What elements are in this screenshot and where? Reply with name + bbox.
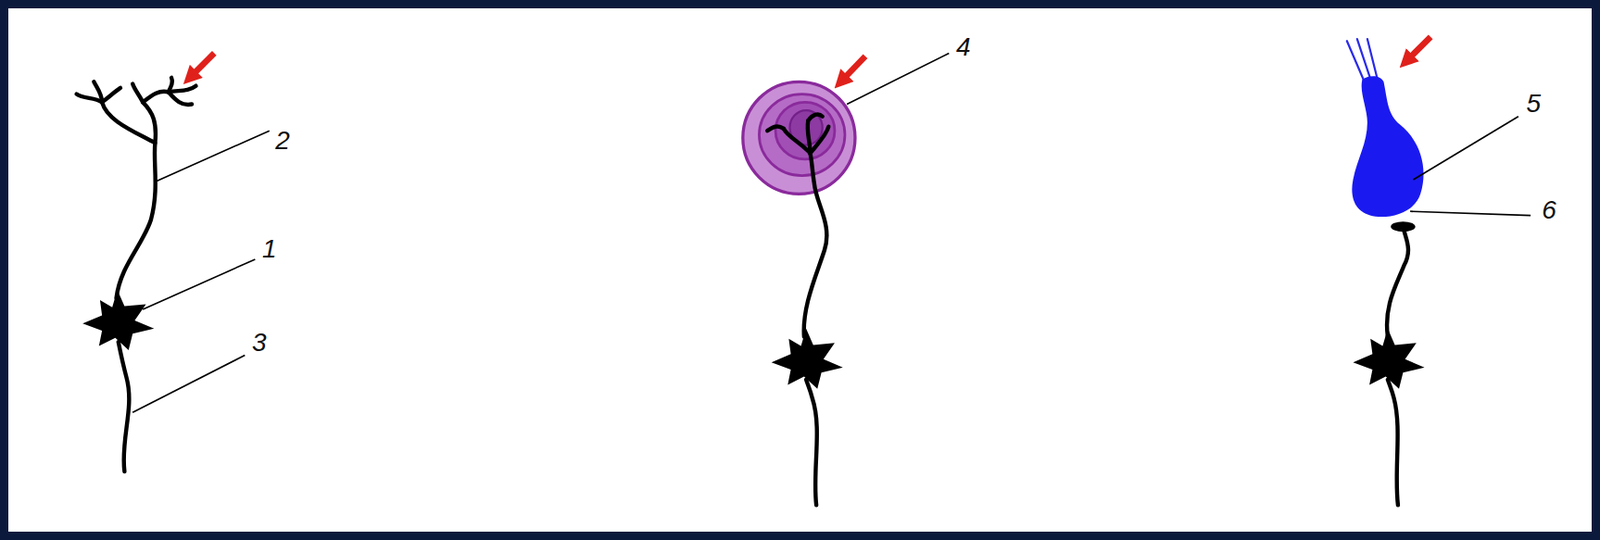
callout-number: 6 (1541, 197, 1557, 224)
callout-number: 2 (275, 127, 290, 154)
stimulus-arrows (189, 37, 1431, 82)
encapsulated-ending-neuron (743, 81, 856, 505)
callout-number: 3 (251, 329, 267, 356)
callout-number: 5 (1526, 90, 1542, 117)
free-nerve-ending-neuron (76, 77, 197, 472)
receptor-cell-neuron (1347, 38, 1424, 505)
callout-number: 4 (956, 34, 971, 61)
neuron-body (1352, 328, 1424, 390)
neuron-body (771, 328, 844, 390)
leader-lines (132, 52, 1531, 413)
neuron-body (82, 289, 154, 351)
callout-number: 1 (262, 236, 278, 263)
